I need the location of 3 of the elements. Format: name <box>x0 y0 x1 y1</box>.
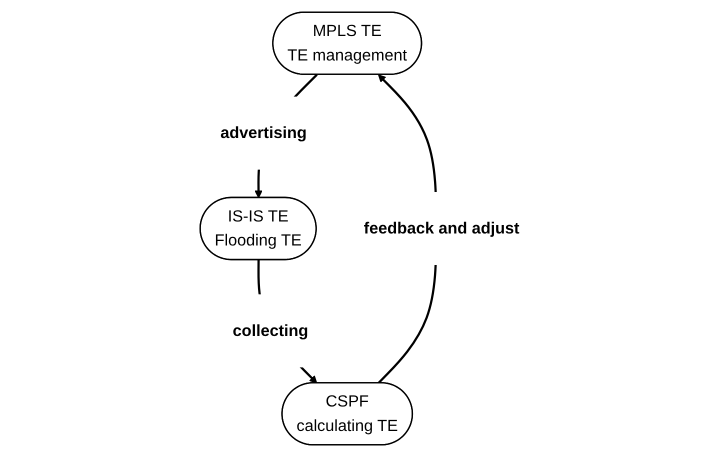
edge-label: feedback and adjust <box>364 219 520 238</box>
edge-label: collecting <box>232 321 308 340</box>
edge-label: advertising <box>220 124 307 142</box>
